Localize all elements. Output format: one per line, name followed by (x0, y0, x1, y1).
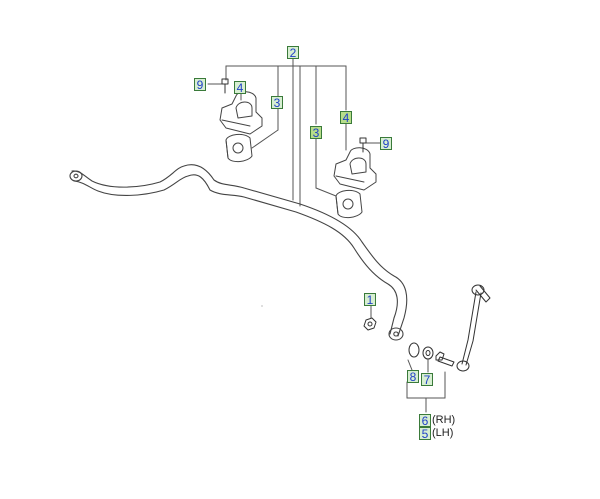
callout-3-right: 3 (310, 126, 322, 140)
callout-1: 1 (364, 293, 376, 307)
stabilizer-link (435, 284, 491, 372)
callout-8: 8 (407, 370, 419, 384)
callout-2: 2 (287, 46, 299, 60)
callout-4-left: 4 (234, 81, 246, 95)
leader-lines (207, 83, 446, 413)
clamp-bracket-left (219, 91, 263, 135)
bolt-right (359, 137, 367, 153)
stabilizer-bar (69, 164, 408, 341)
bushing-left (225, 133, 253, 163)
callout-5: 5 (419, 427, 431, 441)
clamp-bracket-right (333, 147, 377, 191)
callout-9-right: 9 (380, 137, 392, 151)
washer-part-8 (408, 342, 420, 358)
callout-4-right: 4 (340, 111, 352, 125)
bushing-part-7 (422, 346, 434, 360)
nut-part-1 (363, 317, 377, 331)
callout-9-left: 9 (194, 78, 206, 92)
bushing-right (335, 189, 363, 219)
bolt-left (221, 78, 229, 94)
label-lh: (LH) (432, 427, 454, 439)
leader-lines-2 (225, 57, 347, 207)
callout-3-left: 3 (271, 96, 283, 110)
label-rh: (RH) (432, 414, 456, 426)
callout-7: 7 (421, 373, 433, 387)
callout-6: 6 (419, 414, 431, 428)
